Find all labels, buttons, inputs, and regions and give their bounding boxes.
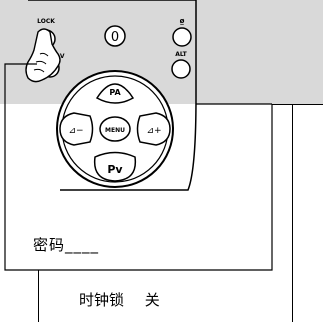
alt-button[interactable]: ALT bbox=[171, 51, 191, 79]
pa-button-label: PA bbox=[109, 88, 121, 97]
clock-lock-value: 关 bbox=[144, 291, 160, 309]
frame-line bbox=[38, 270, 39, 322]
zero-button-label: 0 bbox=[111, 30, 119, 45]
password-field[interactable]: 密码____ bbox=[33, 236, 100, 254]
frame-line bbox=[292, 104, 293, 322]
volume-down-icon: ⊿− bbox=[68, 126, 83, 136]
zero-button[interactable]: 0 bbox=[104, 25, 126, 47]
lock-button-label: LOCK bbox=[37, 18, 55, 25]
clock-lock-setting[interactable]: 时钟锁 关 bbox=[79, 289, 160, 310]
mute-button[interactable]: ø̲ bbox=[172, 17, 192, 47]
volume-down-button[interactable]: ⊿− bbox=[59, 112, 94, 146]
clock-lock-label: 时钟锁 bbox=[79, 291, 125, 309]
remote-body-outline bbox=[28, 0, 197, 191]
menu-button-label: MENU bbox=[105, 127, 125, 134]
volume-up-button[interactable]: ⊿+ bbox=[136, 112, 171, 146]
volume-up-icon: ⊿+ bbox=[146, 126, 161, 136]
mute-icon: ø̲ bbox=[180, 17, 185, 25]
alt-button-label: ALT bbox=[175, 51, 187, 58]
pv-button-label: Pv bbox=[107, 163, 123, 176]
frame-line bbox=[272, 104, 323, 105]
menu-button[interactable]: MENU bbox=[99, 116, 131, 142]
pa-button[interactable]: PA bbox=[95, 83, 135, 104]
pv-button[interactable]: Pv bbox=[93, 151, 137, 182]
hand-icon bbox=[25, 28, 61, 83]
